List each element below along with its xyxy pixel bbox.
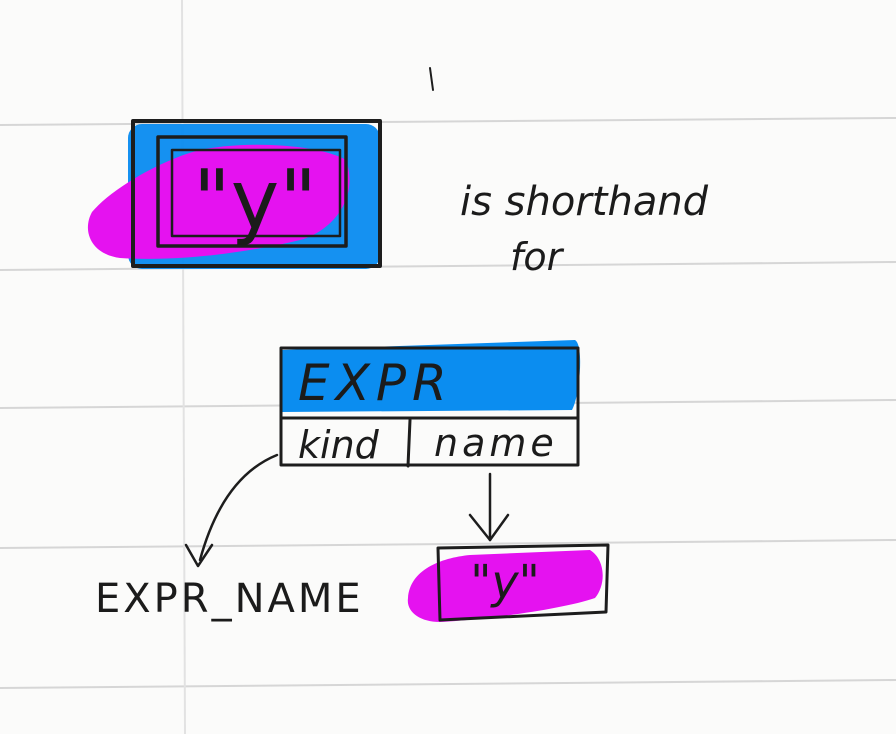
expr-record: EXPR kind name	[279, 340, 581, 468]
name-arrowhead	[468, 513, 510, 542]
magenta-highlight	[87, 144, 350, 259]
caption-line2: for	[510, 235, 565, 279]
expr-field-divider	[406, 418, 412, 468]
kind-value-label: EXPR_NAME	[95, 576, 364, 622]
expr-field-kind: kind	[298, 423, 380, 467]
paper-rule	[0, 117, 896, 126]
outer-box-outline	[131, 119, 382, 268]
name-value-box-outline	[436, 543, 610, 622]
name-value-highlight	[407, 550, 603, 622]
expr-title: EXPR	[298, 354, 453, 412]
expr-record-outline	[279, 346, 580, 467]
paper-margin-line	[181, 0, 186, 734]
middle-box-outline	[156, 135, 348, 248]
paper-rule	[0, 679, 896, 689]
expr-title-highlight	[282, 340, 581, 412]
kind-arrow	[198, 453, 279, 562]
caption-line1: is shorthand	[460, 179, 709, 225]
expr-field-name: name	[434, 421, 558, 465]
paper-rule	[0, 539, 896, 549]
kind-arrowhead	[184, 543, 214, 568]
shorthand-box: "y"	[87, 119, 382, 269]
pen-mark	[429, 67, 434, 91]
name-value-box: "y"	[407, 543, 610, 622]
name-value-text: "y"	[470, 555, 540, 609]
inner-box-outline	[170, 148, 342, 238]
shorthand-y-text: "y"	[193, 153, 317, 248]
